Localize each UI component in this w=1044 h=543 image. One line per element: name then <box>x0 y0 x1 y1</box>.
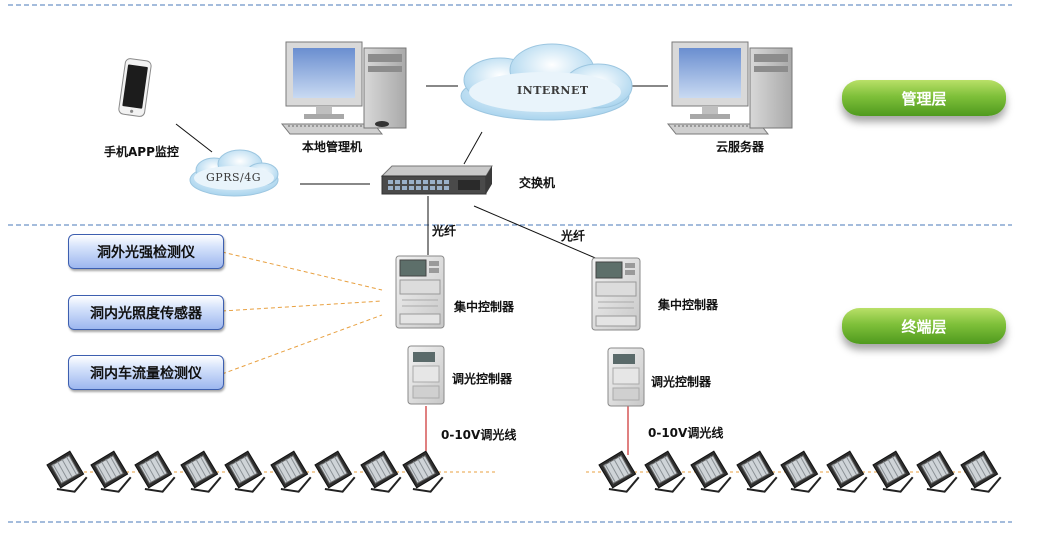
internet-label: INTERNET <box>517 84 589 97</box>
floodlight-icon <box>736 450 778 493</box>
local-pc-label: 本地管理机 <box>302 140 363 154</box>
floodlight-icon <box>314 450 356 493</box>
concentrator-1-icon <box>395 255 445 329</box>
sensor-link-1 <box>221 251 383 291</box>
floodlight-icon <box>826 450 868 493</box>
fiber-line-2 <box>473 205 601 261</box>
floodlight-icon <box>270 450 312 493</box>
dimming-line-label-1: 0-10V调光线 <box>441 428 517 442</box>
cloud-server-icon <box>666 41 793 135</box>
floodlight-icon <box>960 450 1002 493</box>
sensor-inside-illuminance: 洞内光照度传感器 <box>68 295 224 330</box>
floodlight-icon <box>180 450 222 493</box>
concentrator-2-icon <box>591 257 641 331</box>
fiber-label-2: 光纤 <box>561 229 586 243</box>
floodlight-icon <box>916 450 958 493</box>
sensor-outside-light: 洞外光强检测仪 <box>68 234 224 269</box>
smartphone-icon <box>118 58 152 117</box>
floodlight-icon <box>46 450 88 493</box>
gprs-cloud-icon <box>189 149 279 197</box>
floodlight-icon <box>224 450 266 493</box>
floodlight-icon <box>402 450 444 493</box>
concentrator-label-1: 集中控制器 <box>454 300 515 314</box>
internet-cloud-icon <box>460 43 633 121</box>
sensor-traffic-flow: 洞内车流量检测仪 <box>68 355 224 390</box>
sensor-link-3 <box>221 314 383 375</box>
concentrator-label-2: 集中控制器 <box>658 298 719 312</box>
floodlight-icon <box>360 450 402 493</box>
dimmer-controller-1-icon <box>407 345 445 405</box>
network-switch-icon <box>380 165 493 195</box>
link-phone-gprs <box>175 123 213 153</box>
management-layer-badge: 管理层 <box>842 80 1006 116</box>
link-switch-internet <box>463 131 483 165</box>
local-pc-icon <box>280 41 407 135</box>
sensor-link-2 <box>221 300 383 312</box>
floodlight-icon <box>780 450 822 493</box>
floodlight-icon <box>644 450 686 493</box>
floodlight-icon <box>872 450 914 493</box>
floodlight-icon <box>690 450 732 493</box>
fiber-label-1: 光纤 <box>432 224 457 238</box>
floodlight-group <box>46 450 1002 493</box>
cloud-server-label: 云服务器 <box>716 140 765 154</box>
dimmer-label-1: 调光控制器 <box>452 372 513 386</box>
dimmer-label-2: 调光控制器 <box>651 375 712 389</box>
switch-label: 交换机 <box>519 176 556 190</box>
gprs-label: GPRS/4G <box>206 171 261 184</box>
dimming-line-label-2: 0-10V调光线 <box>648 426 724 440</box>
floodlight-icon <box>134 450 176 493</box>
phone-label: 手机APP监控 <box>104 145 179 159</box>
terminal-layer-badge: 终端层 <box>842 308 1006 344</box>
floodlight-icon <box>90 450 132 493</box>
floodlight-icon <box>598 450 640 493</box>
dimmer-controller-2-icon <box>607 347 645 407</box>
